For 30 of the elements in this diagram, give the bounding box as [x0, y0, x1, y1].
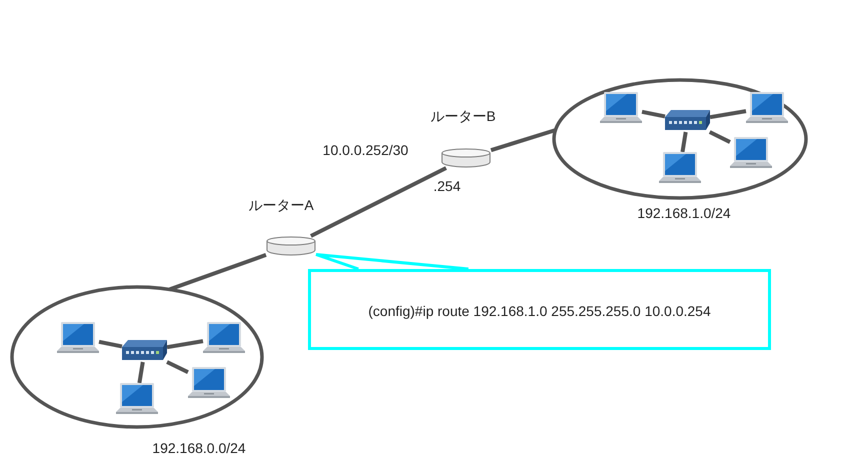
callout-pointer	[314, 253, 470, 270]
command-text: (config)#ip route 192.168.1.0 255.255.255.0 10.0.0.254	[368, 302, 711, 318]
connection-line	[710, 109, 746, 120]
connection-line	[490, 128, 556, 152]
connection-line	[166, 339, 204, 350]
switch-icon	[122, 340, 167, 362]
callout-box	[308, 269, 771, 350]
laptop-icon	[730, 137, 772, 168]
connection-line	[680, 132, 688, 152]
connection-line	[98, 340, 122, 348]
laptop-icon	[188, 367, 230, 398]
edge-label: 10.0.0.252/30	[322, 142, 410, 158]
laptop-icon	[57, 322, 99, 353]
connection-line	[166, 360, 189, 374]
connection-line	[708, 130, 731, 144]
laptop-icon	[116, 383, 158, 414]
connection-line	[642, 110, 666, 118]
laptop-icon	[746, 92, 788, 123]
interface-address: .254	[433, 178, 461, 194]
router-label: ルーターA	[248, 197, 314, 213]
connection-line	[137, 362, 145, 384]
subnet-address: 192.168.1.0/24	[637, 205, 731, 221]
switch-icon	[665, 110, 710, 132]
connection-line	[168, 253, 267, 292]
laptop-icon	[600, 92, 642, 123]
laptop-icon	[203, 322, 245, 353]
laptop-icon	[659, 152, 701, 183]
connection-line	[310, 166, 447, 238]
router-label: ルーターB	[430, 108, 496, 124]
subnet-address: 192.168.0.0/24	[152, 440, 246, 456]
